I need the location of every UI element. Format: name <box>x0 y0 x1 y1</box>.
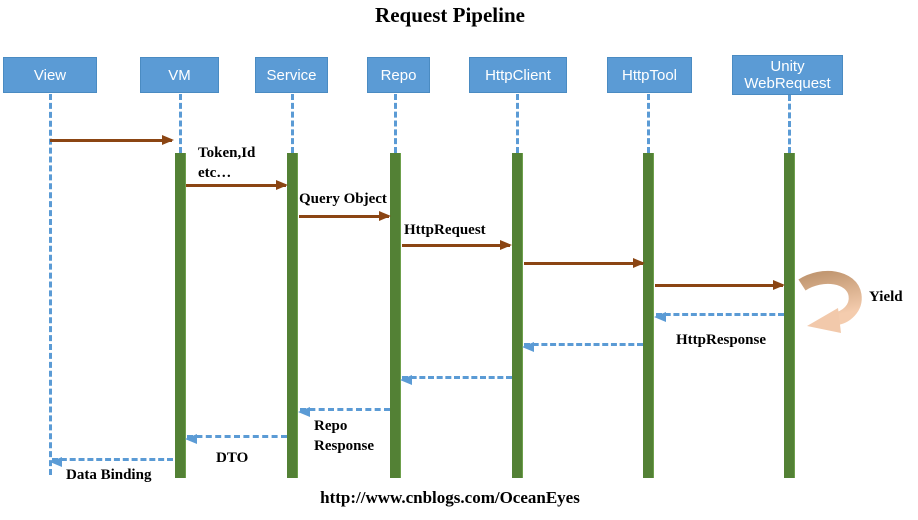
message-label-repo-response: Repo Response <box>314 418 375 454</box>
message-label-data-binding: Data Binding <box>66 467 152 483</box>
lifeline-repo <box>394 94 397 153</box>
arrowhead-left-icon <box>185 434 197 444</box>
yield-label: Yield <box>869 289 903 305</box>
message-arrow-repo-to-httpclient <box>402 240 512 250</box>
activation-bar-service <box>287 153 298 478</box>
actor-label: Unity WebRequest <box>744 58 831 92</box>
diagram-title: Request Pipeline <box>375 3 525 27</box>
activation-bar-httptool <box>643 153 654 478</box>
arrowhead-left-icon <box>654 312 666 322</box>
lifeline-view <box>49 94 52 475</box>
message-label-httpresponse: HttpResponse <box>676 332 767 348</box>
message-label-token-id: Token,Id etc… <box>198 145 256 181</box>
arrowhead-left-icon <box>50 457 62 467</box>
lifeline-service <box>291 94 294 153</box>
actor-label: View <box>33 66 67 84</box>
arrowhead-left-icon <box>522 342 534 352</box>
message-arrow-vm-to-view <box>50 457 173 467</box>
arrowhead-right-icon <box>773 280 785 290</box>
actor-box-httptool: HttpTool <box>607 57 692 93</box>
message-arrow-view-to-vm <box>50 135 174 145</box>
arrowhead-right-icon <box>379 211 391 221</box>
message-arrow-service-to-vm <box>185 434 287 444</box>
activation-bar-repo <box>390 153 401 478</box>
actor-box-service: Service <box>255 57 328 93</box>
message-arrow-vm-to-service <box>186 180 288 190</box>
activation-bar-vm <box>175 153 186 478</box>
message-arrow-httptool-to-unitywebrequest <box>655 280 785 290</box>
actor-box-httpclient: HttpClient <box>469 57 567 93</box>
message-arrow-repo-to-service <box>298 407 390 417</box>
activation-bar-unitywebrequest <box>784 153 795 478</box>
arrowhead-left-icon <box>400 375 412 385</box>
message-arrow-unitywebrequest-to-httptool <box>654 312 784 322</box>
yield-loop-arrow-icon <box>798 271 862 333</box>
message-label-httprequest: HttpRequest <box>404 222 486 238</box>
lifeline-vm <box>179 94 182 153</box>
actor-label: Service <box>266 66 317 84</box>
lifeline-httpclient <box>516 94 519 153</box>
footer-url: http://www.cnblogs.com/OceanEyes <box>320 488 580 507</box>
message-label-dto: DTO <box>216 450 249 466</box>
actor-box-repo: Repo <box>367 57 430 93</box>
arrowhead-right-icon <box>633 258 645 268</box>
arrowhead-left-icon <box>298 407 310 417</box>
arrowhead-right-icon <box>500 240 512 250</box>
actor-box-vm: VM <box>140 57 219 93</box>
arrowhead-right-icon <box>276 180 288 190</box>
actor-box-unitywebrequest: Unity WebRequest <box>732 55 843 95</box>
actor-label: HttpClient <box>485 66 551 84</box>
lifeline-unitywebrequest <box>788 95 791 153</box>
actor-label: Repo <box>380 66 417 84</box>
actor-label: HttpTool <box>621 66 678 84</box>
message-arrow-service-to-repo <box>299 211 391 221</box>
actor-box-view: View <box>3 57 97 93</box>
message-arrow-httpclient-to-httptool <box>524 258 645 268</box>
activation-bar-httpclient <box>512 153 523 478</box>
actor-label: VM <box>168 66 191 84</box>
message-label-query-object: Query Object <box>299 191 387 207</box>
lifeline-httptool <box>647 94 650 153</box>
message-arrow-httptool-to-httpclient <box>522 342 643 352</box>
message-arrow-httpclient-to-repo <box>400 375 512 385</box>
arrowhead-right-icon <box>162 135 174 145</box>
